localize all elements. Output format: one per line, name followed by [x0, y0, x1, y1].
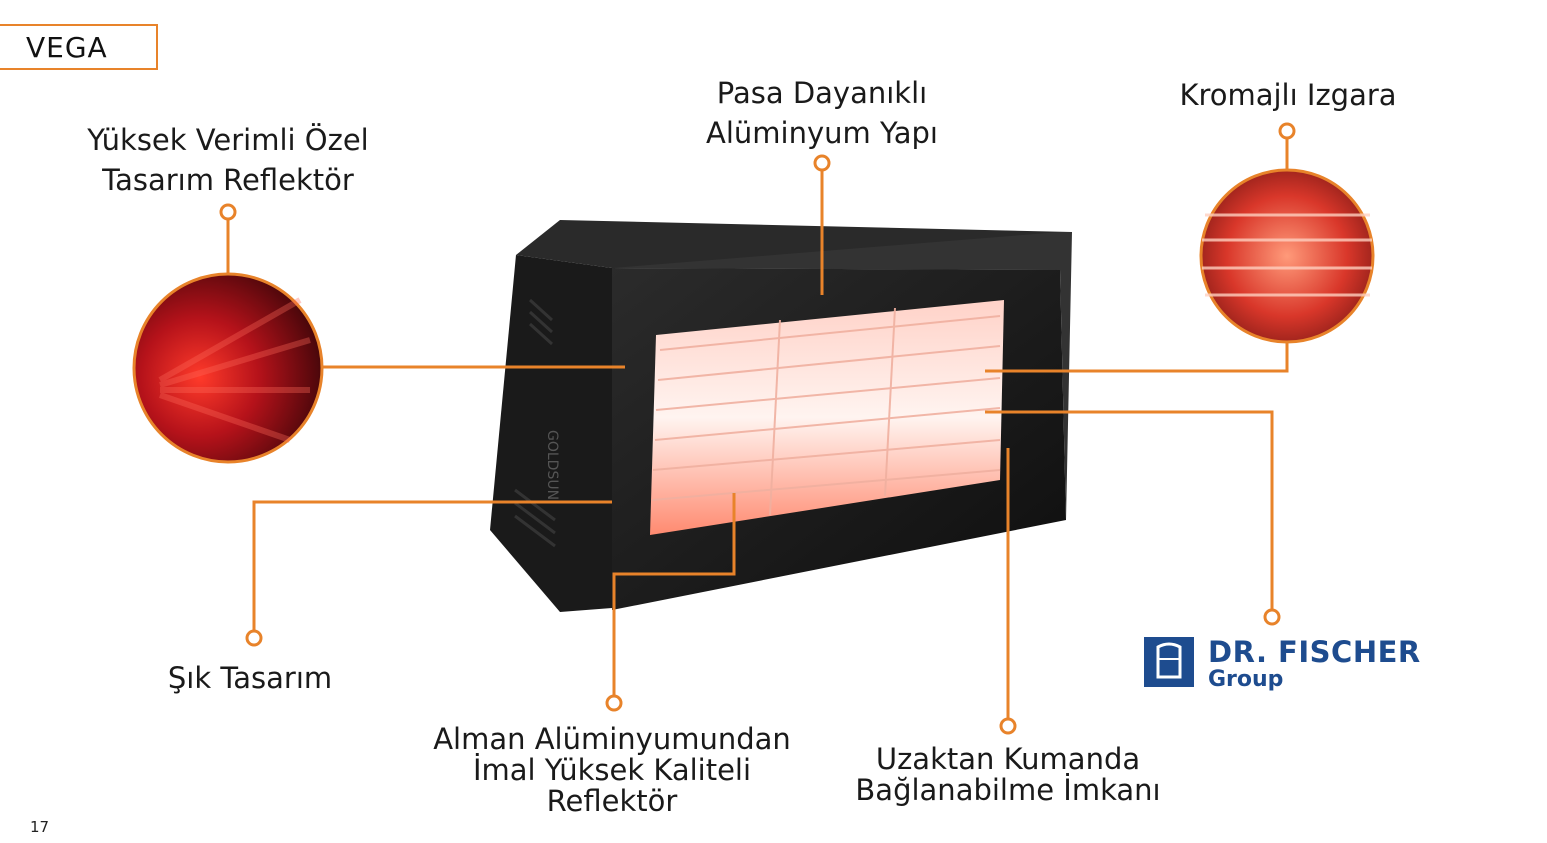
- dr-fischer-logo: DR. FISCHER Group: [1144, 635, 1420, 693]
- label-grille: Kromajlı Izgara: [1179, 78, 1397, 112]
- page-number: 17: [30, 818, 50, 836]
- label-remote: Uzaktan Kumanda Bağlanabilme İmkanı: [855, 742, 1161, 807]
- logo-mark-icon: [1144, 637, 1194, 687]
- label-aluminium: Pasa Dayanıklı Alüminyum Yapı: [706, 76, 938, 150]
- heater-brand-text: GOLDSUN: [544, 430, 560, 500]
- label-reflector: Yüksek Verimli Özel Tasarım Reflektör: [87, 123, 369, 197]
- product-title: VEGA: [0, 24, 158, 70]
- reflector-detail-circle: [132, 272, 324, 464]
- label-german-reflector: Alman Alüminyumundan İmal Yüksek Kalitel…: [433, 722, 791, 818]
- heater-body: GOLDSUN: [490, 220, 1072, 612]
- grille-detail-circle: [1199, 168, 1375, 344]
- label-design: Şık Tasarım: [167, 661, 333, 695]
